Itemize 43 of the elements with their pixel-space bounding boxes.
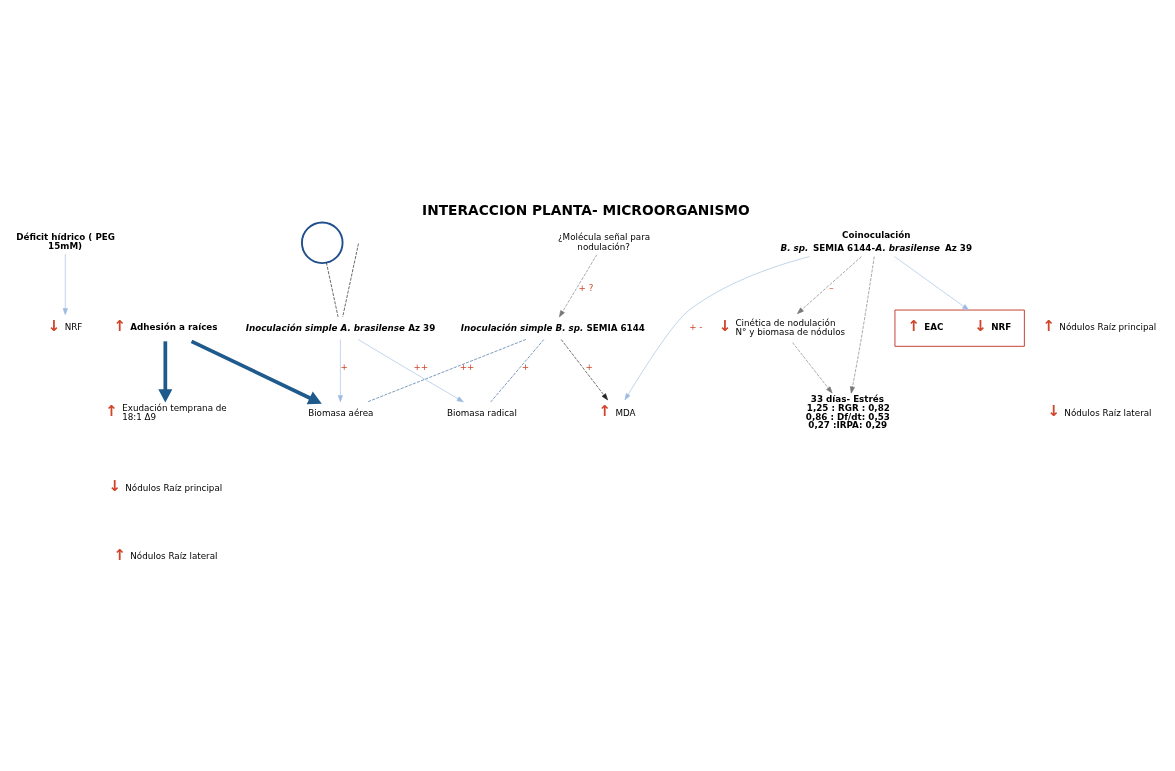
edge-label: + ?: [578, 282, 594, 293]
arrow: [560, 338, 608, 400]
cluster: [894, 309, 1025, 347]
edge-label: ++: [413, 361, 429, 372]
arrow: [357, 338, 464, 402]
edge-label: +: [585, 361, 593, 372]
edge-label: + -: [689, 321, 703, 332]
connector: [367, 338, 527, 402]
arrow: [792, 341, 833, 393]
node-text: 33 días- Estrés 1,25 : RGR : 0,82 0,86 : Df/dt: 0,53 0,27 :IRPA: 0,29: [805, 393, 890, 430]
arrow: [559, 253, 598, 317]
diagram-title: INTERACCION PLANTA- MICROORGANISMO: [422, 201, 750, 218]
arrow: [190, 339, 322, 404]
node-text: ↑ Nódulos Raíz principal: [1042, 316, 1157, 335]
node-text: Coinoculación B. sp. SEMIA 6144-A. brasilense Az 39: [780, 229, 973, 253]
node-text: ↓ NRF: [974, 316, 1012, 335]
edge-label: ++: [459, 361, 475, 372]
connector: [490, 338, 545, 402]
arrow: [62, 253, 68, 315]
node-text: ↑ Adhesión a raíces: [113, 316, 218, 335]
node-text: Inoculación simple A. brasilense Az 39: [245, 322, 436, 333]
arrow: [894, 255, 970, 310]
arrow: [849, 255, 875, 393]
node-text: Biomasa aérea: [308, 407, 374, 418]
node-text: Déficit hídrico ( PEG 15mM): [16, 231, 115, 251]
edge-label: –: [829, 282, 834, 293]
edge-label: +: [521, 361, 530, 372]
node-text: Biomasa radical: [446, 407, 517, 418]
node-text: ↓ Nódulos Raíz lateral: [1047, 401, 1152, 420]
node-text: Inoculación simple B. sp. SEMIA 6144: [460, 322, 645, 333]
arrow: [797, 255, 862, 314]
node-text: ↓ NRF: [47, 316, 83, 335]
node-text: ↑ Nódulos Raíz lateral: [113, 545, 218, 564]
edge-label: +: [340, 361, 348, 372]
arrow: [337, 338, 343, 402]
node-text: ↑ EAC: [907, 316, 944, 335]
node-text: ¿Molécula señal para nodulación?: [557, 231, 651, 252]
connector: [326, 261, 339, 317]
node-text: ↓ Nódulos Raíz principal: [108, 476, 223, 495]
node-circle: [301, 221, 344, 264]
arrow: [158, 340, 173, 403]
arrow: [624, 255, 810, 400]
node-text: ↑ MDA: [598, 401, 636, 420]
